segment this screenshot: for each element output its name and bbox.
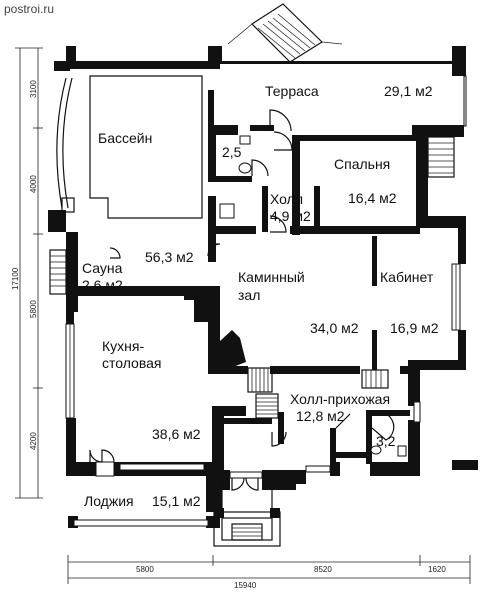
study-area: 16,9 м2 <box>390 320 439 336</box>
pool <box>56 75 203 219</box>
dim-left-4: 4200 <box>29 432 38 450</box>
walls <box>48 46 478 528</box>
terrace-label: Терраса <box>265 83 319 99</box>
terrace-stair-top <box>227 3 343 63</box>
kitchen-label-line2: столовая <box>102 355 162 371</box>
wc-top-area: 2,5 <box>222 144 242 160</box>
pool-label: Бассейн <box>98 130 152 146</box>
dim-left-2: 4000 <box>29 175 38 193</box>
doors <box>89 109 395 491</box>
sauna-stair <box>49 249 67 295</box>
fireplace-label-line1: Каминный <box>238 269 305 285</box>
fireplace-area: 34,0 м2 <box>310 320 359 336</box>
dim-left-3: 5800 <box>29 300 38 318</box>
site-watermark: postroi.ru <box>4 2 54 16</box>
kitchen-area: 38,6 м2 <box>152 426 201 442</box>
interior-stairs <box>247 367 389 419</box>
dim-left-1: 3100 <box>29 80 38 98</box>
pool-zone-area: 56,3 м2 <box>145 249 194 265</box>
room-labels: Терраса 29,1 м2 Бассейн 2,5 Спальня 16,4… <box>82 83 439 509</box>
loggia-label: Лоджия <box>84 493 134 509</box>
dim-bottom-2: 8520 <box>314 565 332 574</box>
entrance-hall-area: 12,8 м2 <box>296 408 345 424</box>
entry-porch <box>213 476 281 547</box>
sauna-area: 2,6 м2 <box>82 277 123 293</box>
dim-bottom-total: 15940 <box>234 581 257 590</box>
dim-bottom-3: 1620 <box>428 565 446 574</box>
hall-small-label: Холл <box>270 191 303 207</box>
wc-bottom-area: 3,2 <box>376 433 396 449</box>
hall-small-area: 4,9 м2 <box>270 208 311 224</box>
plumbing-fixtures <box>219 135 407 457</box>
dim-bottom-1: 5800 <box>136 565 154 574</box>
bedroom-area: 16,4 м2 <box>348 190 397 206</box>
bedroom-label: Спальня <box>334 156 390 172</box>
terrace-area: 29,1 м2 <box>384 83 433 99</box>
fireplace-label-line2: зал <box>238 287 260 303</box>
terrace-stair-right <box>427 136 455 178</box>
bottom-dimension-lines: 5800 8520 1620 15940 <box>67 555 471 590</box>
sauna-label: Сауна <box>82 260 123 276</box>
loggia-area: 15,1 м2 <box>152 493 201 509</box>
study-label: Кабинет <box>380 269 434 285</box>
kitchen-label-line1: Кухня- <box>102 338 144 354</box>
entrance-hall-label: Холл-прихожая <box>290 391 390 407</box>
dim-left-total: 17100 <box>11 267 20 290</box>
left-dimension-lines: 3100 4000 5800 4200 17100 <box>11 47 43 499</box>
windows <box>65 75 467 527</box>
